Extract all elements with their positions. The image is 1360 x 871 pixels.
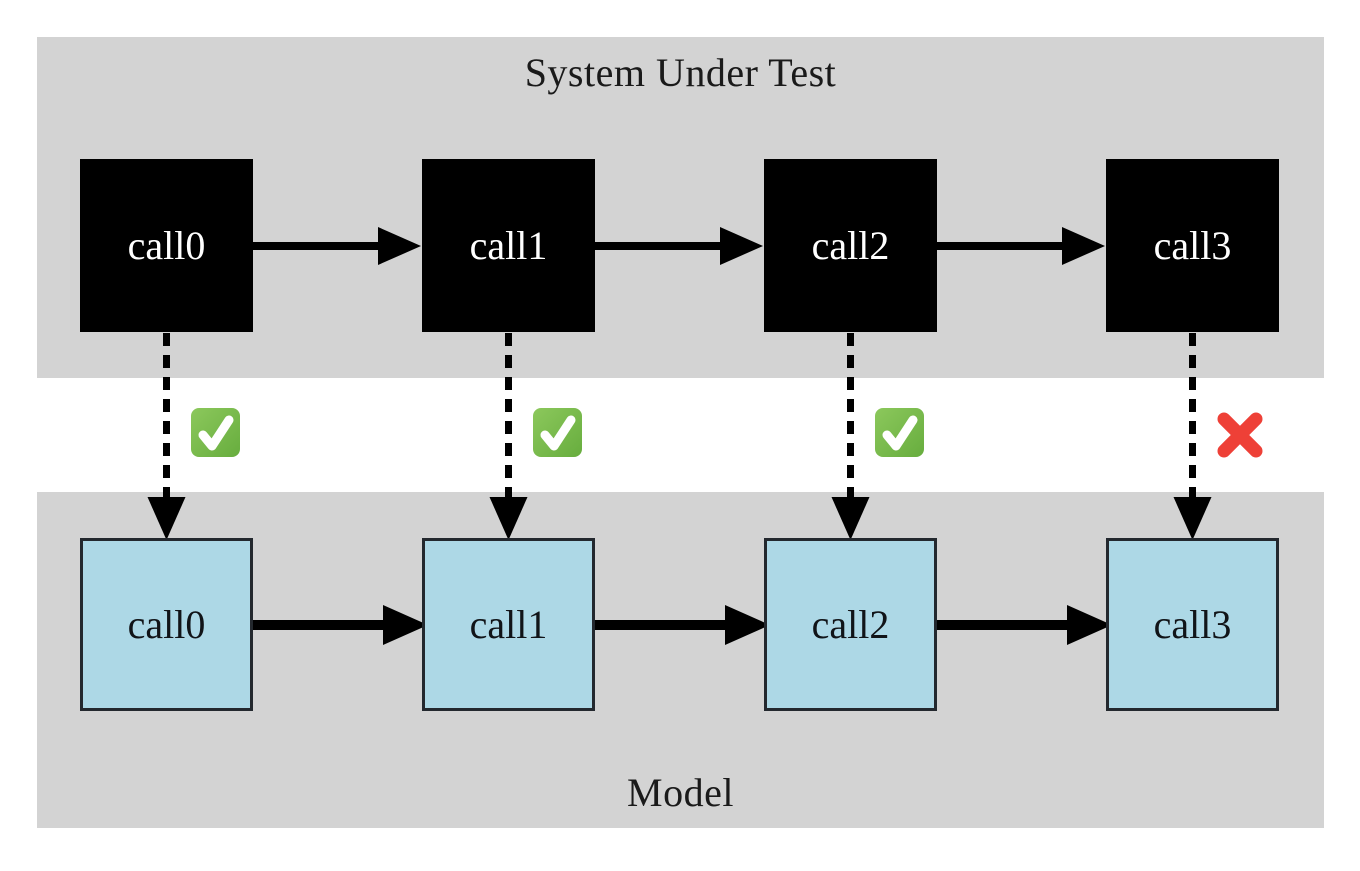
trace-status-1 — [532, 407, 588, 463]
trace-status-2 — [874, 407, 930, 463]
model-node-call1: call1 — [422, 538, 595, 711]
sut-node-label: call0 — [127, 223, 206, 268]
sut-node-label: call2 — [811, 223, 890, 268]
check-mark-icon — [533, 408, 582, 457]
sut-node-call0: call0 — [80, 159, 253, 332]
model-node-label: call1 — [469, 602, 548, 647]
sut-node-label: call1 — [469, 223, 548, 268]
sut-node-label: call3 — [1153, 223, 1232, 268]
check-mark-icon — [875, 408, 924, 457]
sut-node-call2: call2 — [764, 159, 937, 332]
cross-mark-icon — [1217, 412, 1263, 458]
model-node-label: call3 — [1153, 602, 1232, 647]
sut-node-call3: call3 — [1106, 159, 1279, 332]
model-node-label: call2 — [811, 602, 890, 647]
model-band-title: Model — [627, 770, 734, 815]
trace-status-3 — [1213, 407, 1269, 463]
model-node-label: call0 — [127, 602, 206, 647]
model-node-call3: call3 — [1106, 538, 1279, 711]
check-mark-icon — [191, 408, 240, 457]
sut-band-title: System Under Test — [524, 50, 837, 95]
trace-status-0 — [190, 407, 246, 463]
sut-node-call1: call1 — [422, 159, 595, 332]
model-node-call2: call2 — [764, 538, 937, 711]
model-node-call0: call0 — [80, 538, 253, 711]
